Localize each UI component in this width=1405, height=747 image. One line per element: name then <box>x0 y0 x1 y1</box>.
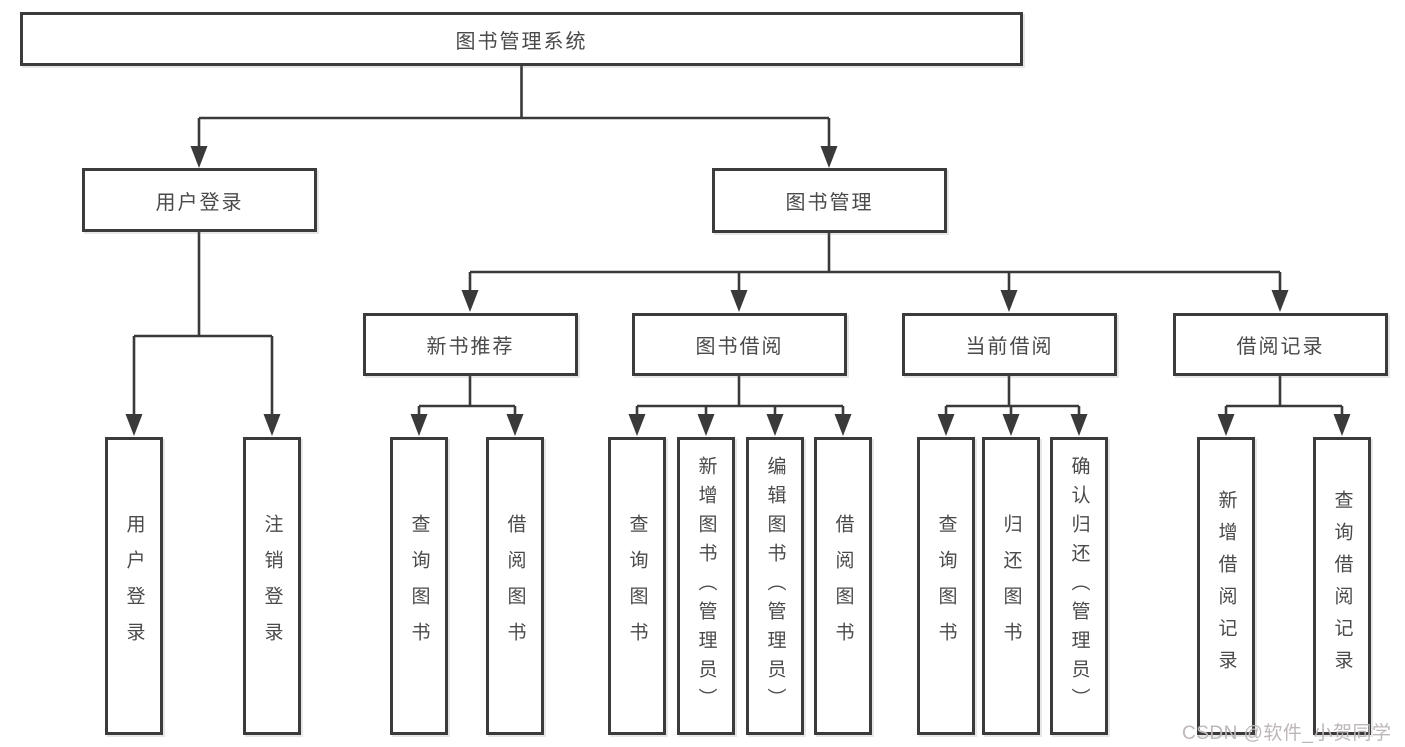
node-label: 查询图书 <box>935 514 957 658</box>
node-new-book-recommend: 新书推荐 <box>363 313 578 376</box>
leaf-user-login: 用户登录 <box>105 437 163 735</box>
leaf-borrowing-edit-books-admin: 编辑图书（管理员） <box>746 437 804 735</box>
node-label: 图书管理 <box>785 192 874 214</box>
leaf-borrowing-query-books: 查询图书 <box>608 437 666 735</box>
node-current-borrowing: 当前借阅 <box>902 313 1117 376</box>
node-book-management: 图书管理 <box>712 168 947 233</box>
node-label: 新增借阅记录 <box>1215 490 1237 682</box>
node-label: 图书借阅 <box>695 336 784 358</box>
leaf-current-confirm-return-admin: 确认归还（管理员） <box>1050 437 1108 735</box>
node-label: 编辑图书（管理员） <box>764 455 786 717</box>
node-label: 借阅记录 <box>1236 336 1325 358</box>
leaf-borrowing-borrow-books: 借阅图书 <box>814 437 872 735</box>
node-label: 图书管理系统 <box>455 30 588 53</box>
node-book-borrowing: 图书借阅 <box>632 313 847 376</box>
node-label: 新增图书（管理员） <box>695 455 717 717</box>
node-label: 用户登录 <box>123 514 145 658</box>
node-label: 查询借阅记录 <box>1331 490 1353 682</box>
node-label: 注销登录 <box>261 514 283 658</box>
node-label: 当前借阅 <box>965 336 1054 358</box>
leaf-newrec-borrow-books: 借阅图书 <box>486 437 544 735</box>
node-label: 用户登录 <box>155 191 244 214</box>
node-label: 新书推荐 <box>426 336 515 358</box>
node-label: 借阅图书 <box>832 514 854 658</box>
leaf-logout: 注销登录 <box>243 437 301 735</box>
leaf-records-add-borrow-record: 新增借阅记录 <box>1197 437 1255 735</box>
leaf-records-query-borrow-record: 查询借阅记录 <box>1313 437 1371 735</box>
node-borrowing-records: 借阅记录 <box>1173 313 1388 376</box>
leaf-current-query-books: 查询图书 <box>917 437 975 735</box>
node-label: 借阅图书 <box>504 514 526 658</box>
node-library-management-system: 图书管理系统 <box>20 12 1023 66</box>
node-label: 查询图书 <box>626 514 648 658</box>
node-label: 确认归还（管理员） <box>1068 455 1090 717</box>
node-label: 归还图书 <box>1000 514 1022 658</box>
leaf-newrec-query-books: 查询图书 <box>390 437 448 735</box>
leaf-borrowing-add-books-admin: 新增图书（管理员） <box>677 437 735 735</box>
leaf-current-return-books: 归还图书 <box>982 437 1040 735</box>
node-user-login: 用户登录 <box>82 168 317 232</box>
node-label: 查询图书 <box>408 514 430 658</box>
